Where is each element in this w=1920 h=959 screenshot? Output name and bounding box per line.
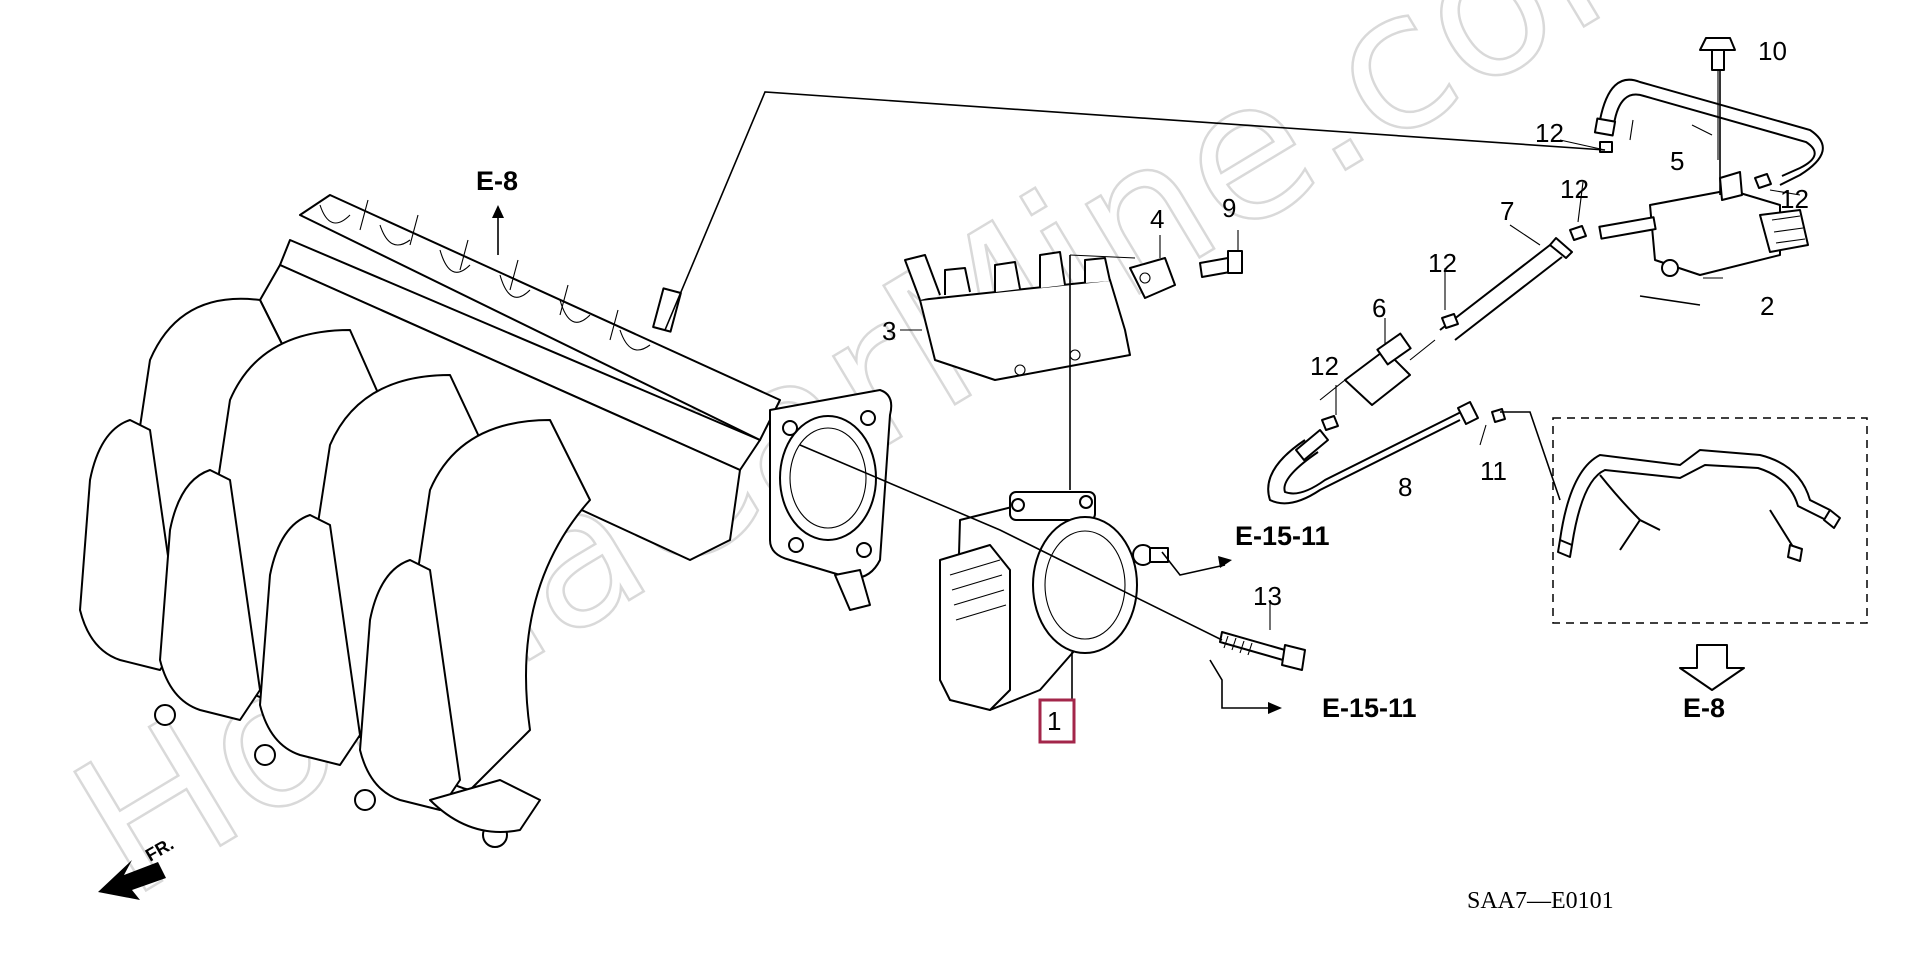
- leader-lines: [497, 70, 1801, 709]
- diagram-code: SAA7—E0101: [1467, 888, 1614, 914]
- callout-9[interactable]: 9: [1222, 193, 1236, 223]
- callout-10[interactable]: 10: [1758, 36, 1787, 66]
- reference-e8-right[interactable]: E-8: [1683, 693, 1725, 723]
- callout-3[interactable]: 3: [882, 316, 896, 346]
- purge-solenoid: [1598, 171, 1809, 277]
- callout-12-e[interactable]: 12: [1310, 351, 1339, 381]
- reference-arrows: [492, 205, 1282, 714]
- callout-6[interactable]: 6: [1372, 293, 1386, 323]
- callout-13[interactable]: 13: [1253, 581, 1282, 611]
- hose-7: [1439, 237, 1573, 341]
- clip-and-bolt: [1129, 250, 1243, 299]
- bracket: [904, 251, 1131, 381]
- filter-6: [1319, 332, 1436, 406]
- reference-e15-11-upper[interactable]: E-15-11: [1235, 521, 1330, 551]
- clamps-12: [1321, 141, 1772, 431]
- down-arrow-icon: [1679, 644, 1745, 691]
- callout-12-c[interactable]: 12: [1780, 184, 1809, 214]
- callout-1[interactable]: 1: [1047, 706, 1061, 736]
- bolt-10: [1699, 37, 1736, 160]
- hose-5: [1593, 78, 1824, 186]
- callout-12-b[interactable]: 12: [1560, 174, 1589, 204]
- front-arrow-icon: [98, 860, 166, 900]
- throttle-body: [939, 491, 1169, 711]
- callout-5[interactable]: 5: [1670, 146, 1684, 176]
- callout-7[interactable]: 7: [1500, 196, 1514, 226]
- hose-assembly: [1557, 448, 1841, 562]
- bolt-13: [1219, 631, 1306, 671]
- callout-11[interactable]: 11: [1480, 456, 1507, 486]
- callout-4[interactable]: 4: [1150, 204, 1164, 234]
- callout-12-d[interactable]: 12: [1428, 248, 1457, 278]
- callout-2[interactable]: 2: [1760, 291, 1774, 321]
- reference-e8-top[interactable]: E-8: [476, 166, 518, 196]
- selected-part-highlight: [1038, 698, 1076, 744]
- intake-manifold: [79, 194, 893, 848]
- callout-8[interactable]: 8: [1398, 472, 1412, 502]
- reference-e15-11-lower[interactable]: E-15-11: [1322, 693, 1417, 723]
- hose-8: [1267, 401, 1479, 505]
- hose-assembly-box: [1552, 417, 1868, 624]
- callout-12-a[interactable]: 12: [1535, 118, 1564, 148]
